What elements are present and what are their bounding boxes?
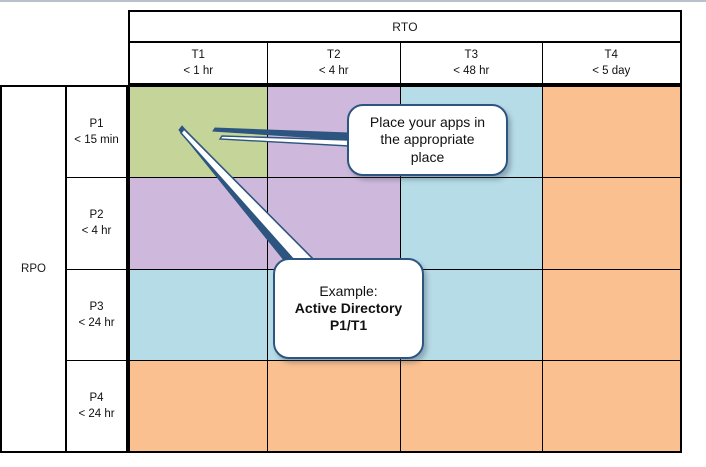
- matrix-cell-p2-t4[interactable]: [542, 178, 680, 269]
- rto-tier-name: T1: [191, 49, 205, 61]
- rpo-tier-name: P2: [89, 209, 104, 222]
- rpo-tier-name: P4: [89, 391, 104, 404]
- rto-tier-header-t1: T1 < 1 hr: [130, 43, 268, 83]
- rpo-tier-target: < 4 hr: [81, 225, 112, 238]
- matrix-cell-p4-t2[interactable]: [267, 360, 402, 451]
- rpo-rto-matrix: RTO T1 < 1 hr T2 < 4 hr T3 < 48 hr T4 < 5 day R…: [0, 10, 682, 453]
- rto-tier-header-row: T1 < 1 hr T2 < 4 hr T3 < 48 hr T4 < 5 day: [128, 43, 682, 85]
- rto-tier-header-t4: T4 < 5 day: [542, 43, 680, 83]
- rto-tier-name: T2: [327, 49, 341, 61]
- rto-tier-target: < 48 hr: [453, 65, 490, 77]
- callout-place-line-2: the appropriate: [380, 131, 475, 148]
- rto-tier-target: < 1 hr: [183, 65, 214, 77]
- rto-tier-name: T3: [464, 49, 478, 61]
- callout-example-classification: P1/T1: [329, 317, 368, 334]
- rpo-axis-title: RPO: [0, 85, 65, 453]
- rpo-tier-target: < 24 hr: [78, 316, 115, 329]
- rpo-tier-label-p1: P1 < 15 min: [67, 87, 126, 179]
- rto-tier-target: < 5 day: [592, 65, 631, 77]
- rto-tier-name: T4: [604, 49, 618, 61]
- rpo-tier-target: < 15 min: [74, 134, 119, 147]
- rto-axis-title: RTO: [128, 10, 682, 43]
- callout-place-your-apps[interactable]: Place your apps in the appropriate place: [347, 104, 508, 176]
- matrix-cell-p4-t1[interactable]: [130, 360, 268, 451]
- callout-example-app[interactable]: Example: Active Directory P1/T1: [273, 258, 424, 359]
- rto-tier-target: < 4 hr: [318, 65, 349, 77]
- rto-tier-header-t2: T2 < 4 hr: [267, 43, 402, 83]
- callout-place-line-1: Place your apps in: [369, 114, 486, 131]
- rpo-tier-target: < 24 hr: [78, 407, 115, 420]
- rto-tier-header-t3: T3 < 48 hr: [401, 43, 543, 83]
- rpo-tier-label-p2: P2 < 4 hr: [67, 178, 126, 270]
- matrix-cell-p2-t2[interactable]: [267, 178, 402, 269]
- matrix-cell-p3-t4[interactable]: [542, 269, 680, 360]
- rpo-tier-label-p3: P3 < 24 hr: [67, 269, 126, 361]
- matrix-row-p2: [130, 178, 680, 270]
- callout-place-line-3: place: [410, 148, 445, 165]
- matrix-cell-p3-t1[interactable]: [130, 269, 268, 360]
- top-divider-rule: [0, 0, 706, 2]
- matrix-corner-blank: [0, 10, 128, 85]
- rpo-tier-label-p4: P4 < 24 hr: [67, 360, 126, 451]
- callout-example-app-name: Active Directory: [294, 299, 403, 316]
- rpo-tier-name: P3: [89, 300, 104, 313]
- matrix-row-p4: [130, 360, 680, 451]
- rpo-tier-name: P1: [89, 118, 104, 131]
- matrix-cell-p4-t3[interactable]: [401, 360, 543, 451]
- matrix-cell-p3-t3[interactable]: [401, 269, 543, 360]
- matrix-cell-p2-t3[interactable]: [401, 178, 543, 269]
- matrix-cell-p4-t4[interactable]: [542, 360, 680, 451]
- matrix-cell-p2-t1[interactable]: [130, 178, 268, 269]
- callout-example-label: Example:: [319, 282, 378, 299]
- matrix-cell-p1-t4[interactable]: [542, 87, 680, 178]
- matrix-cell-grid: [128, 85, 682, 453]
- matrix-cell-p1-t1[interactable]: [130, 87, 268, 178]
